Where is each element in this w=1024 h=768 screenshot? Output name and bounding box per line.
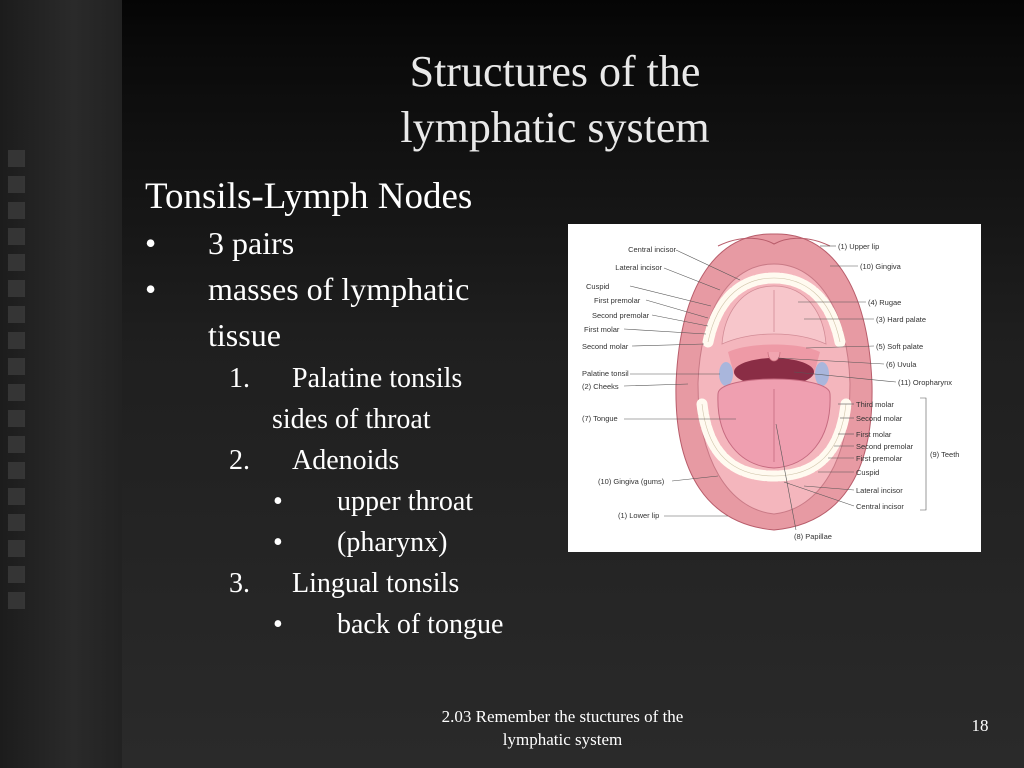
numbered-item: 1. Palatine tonsils: [145, 358, 565, 399]
fig-label: (1) Upper lip: [838, 242, 879, 251]
footer-line-2: lymphatic system: [502, 730, 623, 749]
item-label: Palatine tonsils: [292, 363, 463, 394]
item-number: 1.: [229, 363, 250, 394]
fig-label: Second molar: [856, 414, 903, 423]
fig-label: (2) Cheeks: [582, 382, 619, 391]
sub-bullet-text: upper throat: [337, 486, 474, 517]
title-line-2: lymphatic system: [400, 103, 710, 152]
fig-label: (3) Hard palate: [876, 315, 926, 324]
left-decorative-strip: [0, 0, 122, 768]
slide-title: Structures of the lymphatic system: [330, 44, 780, 156]
fig-label: (7) Tongue: [582, 414, 618, 423]
title-line-1: Structures of the: [409, 47, 701, 96]
bullet-mark: •: [145, 225, 157, 261]
fig-label: (10) Gingiva (gums): [598, 477, 665, 486]
bullet-continuation: tissue: [145, 312, 565, 358]
sub-bullet-text: back of tongue: [337, 609, 504, 640]
decorative-squares: [8, 150, 26, 618]
sub-bullet-text: (pharynx): [337, 527, 448, 558]
fig-label: First premolar: [856, 454, 903, 463]
bullet-item: • masses of lymphatic: [145, 266, 565, 312]
fig-label: First molar: [584, 325, 620, 334]
item-number: 2.: [229, 445, 250, 476]
mouth-diagram: Central incisor Lateral incisor Cuspid F…: [582, 233, 959, 541]
fig-label: Second premolar: [856, 442, 914, 451]
bullet-text: tissue: [208, 317, 281, 353]
numbered-item: 2. Adenoids: [145, 440, 565, 481]
fig-label: (6) Uvula: [886, 360, 917, 369]
fig-label: (4) Rugae: [868, 298, 901, 307]
item-continuation: sides of throat: [272, 404, 431, 435]
sub-bullet: • (pharynx): [145, 522, 565, 563]
fig-label: Lateral incisor: [856, 486, 903, 495]
fig-label: First premolar: [594, 296, 641, 305]
fig-label: Second molar: [582, 342, 629, 351]
fig-label: Second premolar: [592, 311, 650, 320]
bullet-mark: •: [145, 271, 157, 307]
numbered-item: 3. Lingual tonsils: [145, 563, 565, 604]
fig-label: Cuspid: [586, 282, 609, 291]
page-number: 18: [971, 716, 989, 735]
fig-label: (5) Soft palate: [876, 342, 923, 351]
bullet-text: 3 pairs: [208, 225, 295, 261]
fig-label: (11) Oropharynx: [898, 378, 952, 387]
fig-label: (10) Gingiva: [860, 262, 902, 271]
fig-label: Central incisor: [856, 502, 904, 511]
fig-label: First molar: [856, 430, 892, 439]
bullet-text: masses of lymphatic: [208, 271, 470, 307]
item-label: Adenoids: [292, 445, 400, 476]
fig-label: Central incisor: [628, 245, 676, 254]
section-heading: Tonsils-Lymph Nodes: [145, 176, 473, 217]
fig-label: Third molar: [856, 400, 894, 409]
fig-label: Lateral incisor: [615, 263, 662, 272]
item-label: Lingual tonsils: [292, 568, 460, 599]
slide-footer: 2.03 Remember the stuctures of the lymph…: [400, 705, 725, 751]
fig-label: Cuspid: [856, 468, 879, 477]
sub-bullet: • upper throat: [145, 481, 565, 522]
sub-bullet: • back of tongue: [145, 604, 565, 645]
item-number: 3.: [229, 568, 250, 599]
bullet-mark: •: [273, 609, 283, 640]
fig-label: Palatine tonsil: [582, 369, 629, 378]
mouth-anatomy-figure: Central incisor Lateral incisor Cuspid F…: [568, 224, 981, 552]
bullet-mark: •: [273, 486, 283, 517]
fig-label: (8) Papillae: [794, 532, 832, 541]
fig-label: (9) Teeth: [930, 450, 959, 459]
bullet-mark: •: [273, 527, 283, 558]
slide-body: Tonsils-Lymph Nodes • 3 pairs • masses o…: [145, 174, 565, 645]
footer-line-1: 2.03 Remember the stuctures of the: [441, 707, 684, 726]
fig-label: (1) Lower lip: [618, 511, 659, 520]
bullet-item: • 3 pairs: [145, 220, 565, 266]
